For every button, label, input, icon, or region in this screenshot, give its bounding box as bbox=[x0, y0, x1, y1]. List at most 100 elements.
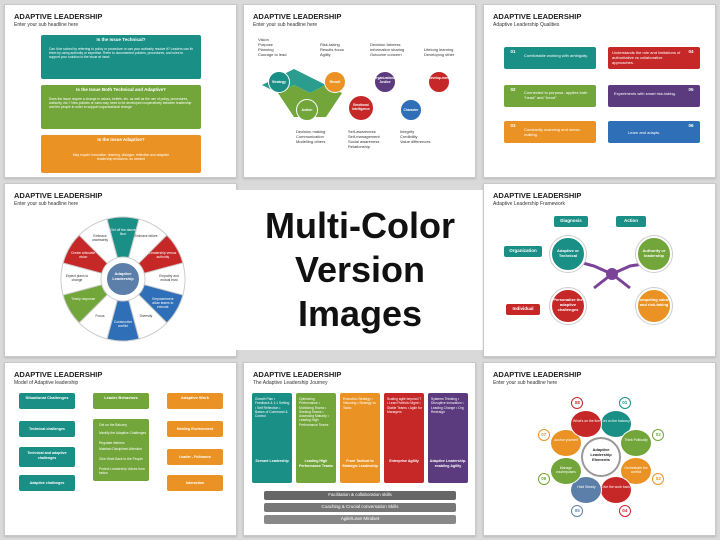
quality-text: Learn and adapts. bbox=[628, 130, 661, 135]
petal-label: Manage vourimpulses bbox=[555, 465, 576, 474]
node-label: Organizational Justice bbox=[373, 76, 397, 84]
framework-circle bbox=[550, 288, 586, 324]
framework-lines bbox=[578, 260, 657, 290]
journey-items: Optimizing Performance • Mobilizing Team… bbox=[299, 397, 329, 427]
slide-subtitle: Adaptive Leadership Framework bbox=[493, 201, 565, 207]
list-text: Decision making bbox=[296, 129, 326, 134]
behavior-item: Maintain Disciplined Attention bbox=[99, 447, 143, 451]
label-text: Organization bbox=[509, 248, 537, 253]
list-text: Social awareness bbox=[348, 139, 380, 144]
work-text: Interaction bbox=[185, 481, 205, 485]
slide-thumbnail-1[interactable]: ADAPTIVE LEADERSHIP Enter your sub headl… bbox=[4, 4, 237, 178]
list-text: Relationship bbox=[348, 144, 371, 149]
hub-label: Adaptive Leadership Elements bbox=[590, 447, 612, 462]
circle-node bbox=[268, 71, 290, 93]
behavior-item: Regulate distress bbox=[99, 441, 125, 445]
challenge-box bbox=[19, 447, 75, 467]
list-text: Credibility bbox=[400, 134, 418, 139]
challenge-box bbox=[19, 421, 75, 437]
list-text: Risk-taking bbox=[320, 42, 340, 47]
journey-items: Execution Strategy • Visioning • Strateg… bbox=[343, 397, 376, 410]
question-box bbox=[41, 35, 201, 79]
petal-number: 03 bbox=[652, 473, 665, 486]
slide-thumbnail-3[interactable]: ADAPTIVE LEADERSHIP Adaptive Leadership … bbox=[483, 4, 716, 178]
list-text: Self-awareness bbox=[348, 129, 376, 134]
quality-text: Comfortable working with ambiguity. bbox=[524, 53, 588, 58]
list-text: Results focus bbox=[320, 47, 345, 52]
work-box bbox=[167, 421, 223, 437]
wheel-segment-label: Expect plans to change bbox=[65, 274, 89, 282]
slide-thumbnail-5[interactable]: ADAPTIVE LEADERSHIP Adaptive Leadership … bbox=[483, 183, 716, 357]
list-text: Outcome concern bbox=[370, 52, 402, 57]
journey-column bbox=[296, 393, 336, 483]
wheel-segment bbox=[78, 218, 118, 265]
journey-foot: Servant Leadership bbox=[255, 459, 289, 463]
petal-number: 01 bbox=[618, 397, 631, 410]
framework-circle bbox=[636, 288, 672, 324]
journey-column bbox=[252, 393, 292, 483]
slide-title: ADAPTIVE LEADERSHIP bbox=[253, 370, 342, 379]
quality-number: 05 bbox=[688, 87, 694, 92]
challenge-box bbox=[19, 475, 75, 491]
slide-title: ADAPTIVE LEADERSHIP bbox=[253, 12, 342, 21]
behavior-item: Get on the Balcony bbox=[99, 423, 128, 427]
quality-text: Understands the role and limitations of … bbox=[612, 50, 681, 65]
node-label: Character bbox=[403, 108, 419, 112]
question-heading: Is the Issue Both Technical and Adaptive… bbox=[76, 87, 166, 92]
circle-node bbox=[374, 71, 396, 93]
slide-thumbnail-4[interactable]: ADAPTIVE LEADERSHIP Enter your sub headl… bbox=[4, 183, 237, 357]
petal-number: 04 bbox=[618, 504, 631, 517]
petal-label: What's on the line bbox=[573, 418, 600, 423]
journey-column bbox=[384, 393, 424, 483]
journey-foot: Adaptive Leadership- enabling Agility bbox=[429, 459, 467, 468]
journey-foot: From Tactical to Strategic Leadership bbox=[342, 459, 378, 468]
wheel-segment-label: Create articulate vision bbox=[71, 251, 96, 259]
circle-label: Competing values and risk-taking bbox=[636, 297, 672, 307]
list-text: Vision bbox=[258, 37, 269, 42]
slide-subtitle: Model of Adaptive leadership bbox=[14, 380, 79, 386]
journey-items: Scaling agile beyond IT • Lean Portfolio… bbox=[387, 397, 422, 414]
slide-thumbnail-7[interactable]: ADAPTIVE LEADERSHIP The Adaptive Leaders… bbox=[243, 362, 476, 536]
quality-card bbox=[608, 47, 700, 69]
list-text: Planning bbox=[258, 47, 274, 52]
node-label: Action bbox=[301, 108, 313, 112]
circle-node bbox=[400, 99, 422, 121]
slide-thumbnail-8[interactable]: ADAPTIVE LEADERSHIP Enter your sub headl… bbox=[483, 362, 716, 536]
journey-items: Systems Thinking • Disruptive innovation… bbox=[431, 397, 464, 414]
center-heading: Multi-Color Version Images bbox=[232, 190, 488, 350]
question-heading: Is the Issue Adaptive? bbox=[97, 137, 145, 142]
petal-hub bbox=[581, 437, 621, 477]
answer-text: Does the issue require a change in value… bbox=[49, 97, 192, 110]
node-label: Emotional Intelligence bbox=[352, 103, 370, 111]
column-header bbox=[93, 393, 149, 409]
wheel-segment-label: Constructive conflict bbox=[113, 320, 133, 328]
petal bbox=[620, 429, 653, 458]
label-tag bbox=[616, 216, 646, 227]
quality-text: Experiments with smart risk-taking. bbox=[614, 91, 677, 96]
petal-label: Think Politically bbox=[624, 438, 648, 443]
list-text: Developing other bbox=[424, 52, 455, 57]
column-header-text: Adaptive Work bbox=[181, 395, 209, 400]
column-header bbox=[167, 393, 223, 409]
wheel-segment-label: Get off the dance floor bbox=[110, 228, 136, 236]
list-text: Value differences bbox=[400, 139, 431, 144]
slide-title: ADAPTIVE LEADERSHIP bbox=[493, 370, 582, 379]
circle-label: Personalize the adaptive challenges bbox=[553, 297, 583, 312]
column-header-text: Leader Behaviors bbox=[104, 395, 138, 400]
column-header bbox=[19, 393, 75, 409]
wheel-segment-label: Timely response bbox=[71, 297, 96, 301]
framework-circle bbox=[636, 236, 672, 272]
slide-subtitle: Enter your sub headline here bbox=[14, 201, 79, 207]
journey-column bbox=[428, 393, 468, 483]
slide-thumbnail-2[interactable]: ADAPTIVE LEADERSHIP Enter your sub headl… bbox=[243, 4, 476, 178]
slide-subtitle: Enter your sub headline here bbox=[14, 22, 79, 28]
challenge-text: Technical and adaptive challenges bbox=[27, 451, 67, 460]
quality-text: Connected to purpose- applies both "head… bbox=[524, 90, 588, 100]
petal-label: Get on the balcony bbox=[601, 418, 630, 423]
label-tag bbox=[506, 304, 540, 315]
quality-number: 04 bbox=[688, 49, 694, 54]
wheel-segment-label: Embrace uncertainty bbox=[91, 234, 109, 243]
slide-thumbnail-6[interactable]: ADAPTIVE LEADERSHIP Model of Adaptive le… bbox=[4, 362, 237, 536]
challenge-text: Technical challenges bbox=[29, 427, 65, 431]
list-text: Decision fairness bbox=[370, 42, 401, 47]
